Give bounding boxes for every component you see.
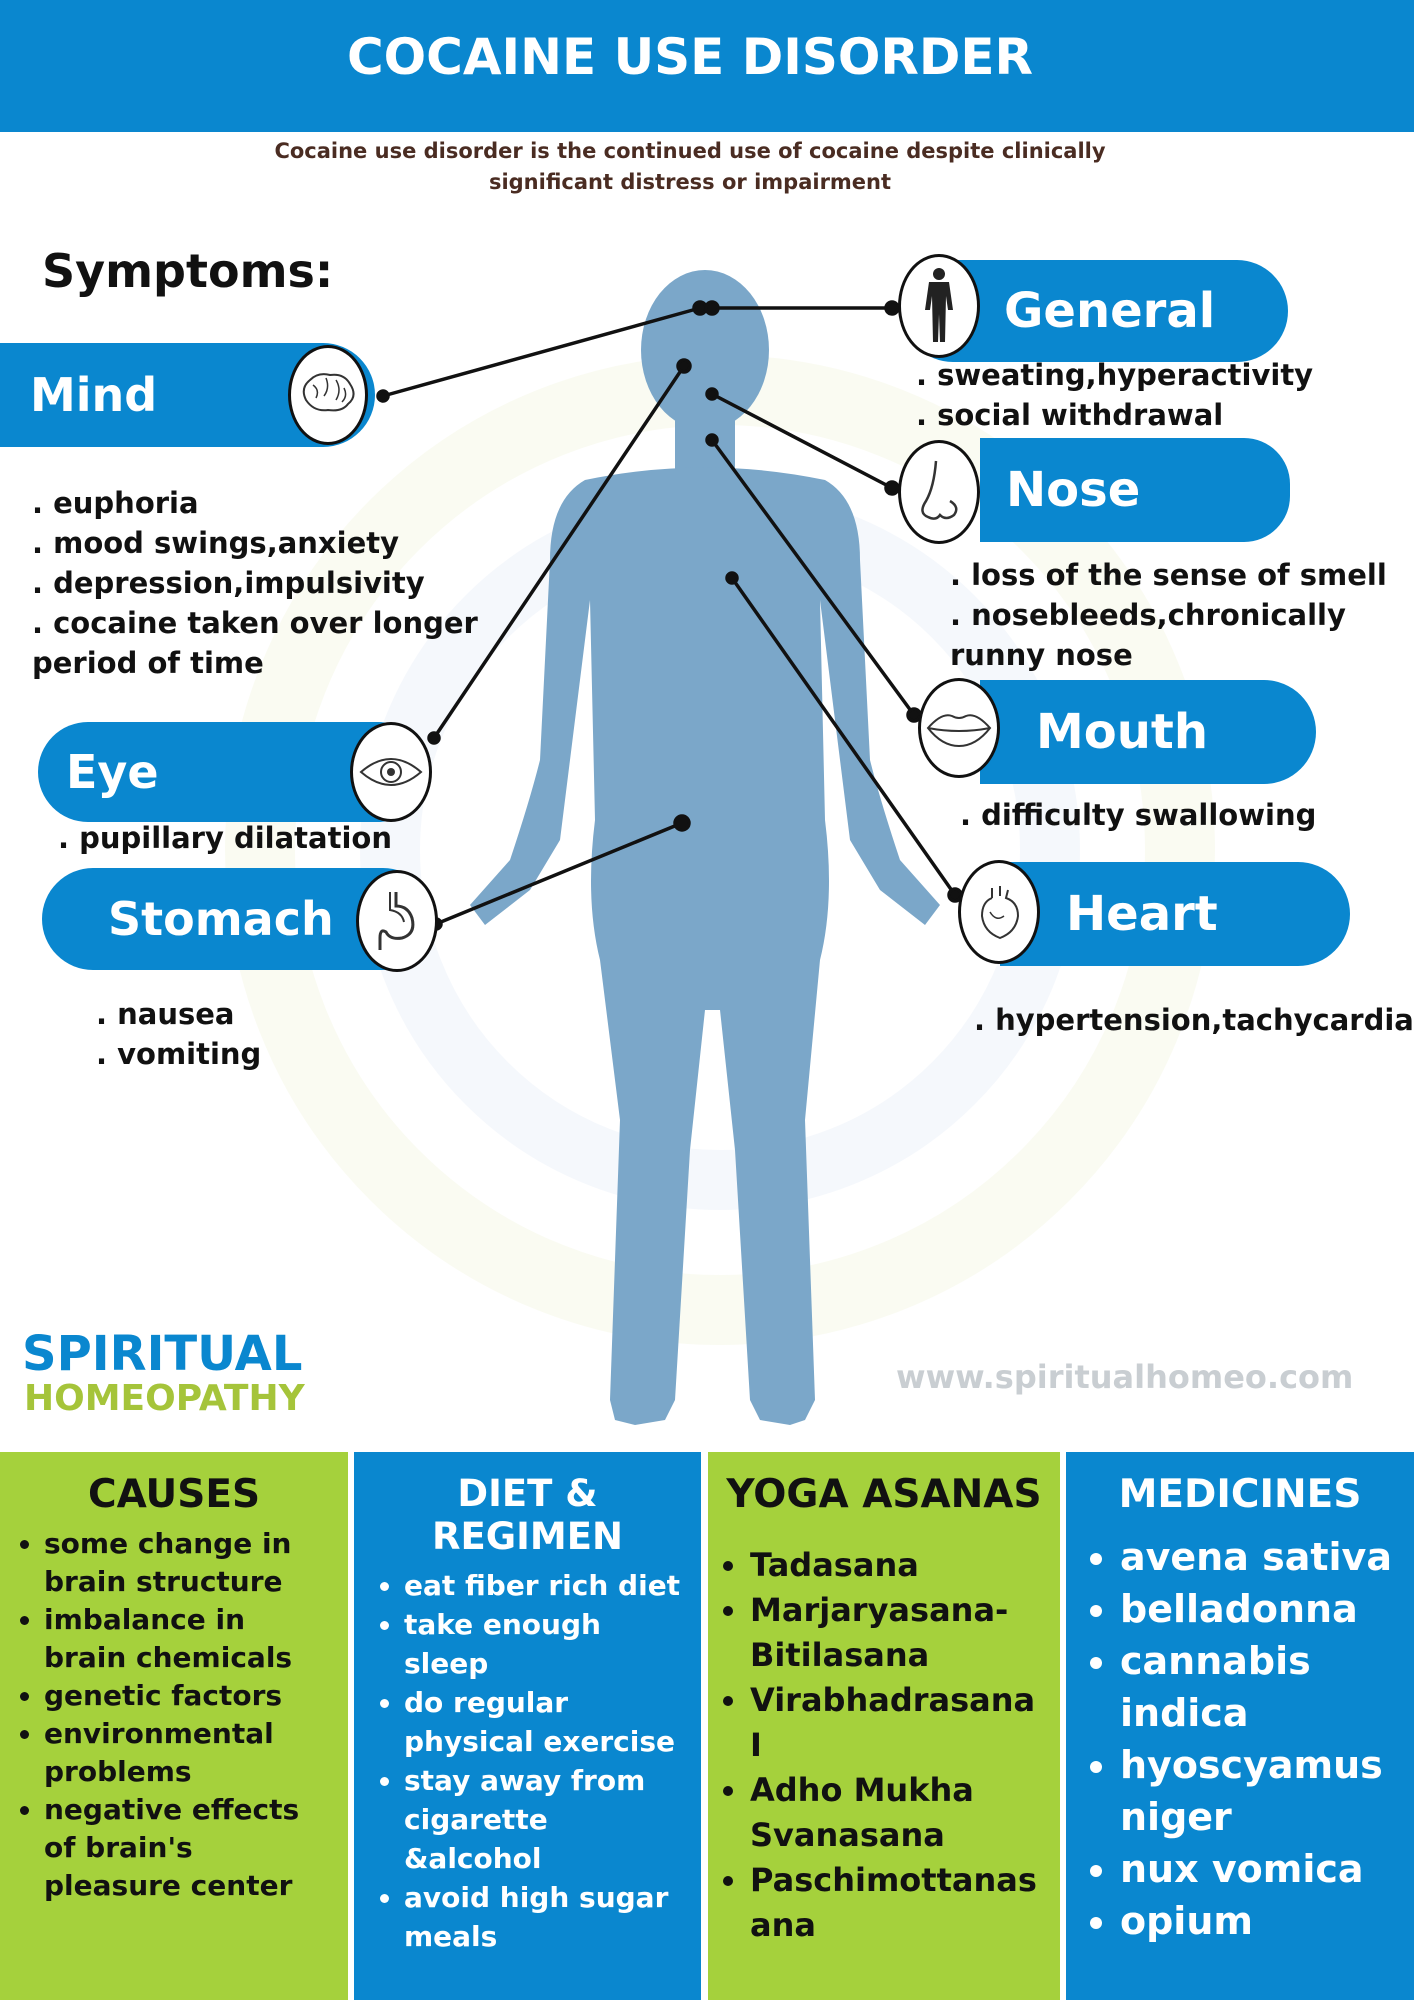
list-item: take enough sleep (404, 1605, 687, 1683)
list-item: Marjaryasana-Bitilasana (750, 1588, 1046, 1678)
medicines-title: MEDICINES (1118, 1472, 1362, 1517)
list-item: avena sativa (1120, 1531, 1400, 1583)
symptom-label-nose: Nose (1006, 462, 1141, 518)
symptom-pill-heart: Heart (1000, 862, 1350, 966)
connector-eye (432, 365, 686, 739)
body-silhouette-icon (898, 254, 980, 358)
human-silhouette (470, 270, 940, 1425)
eye-symptom-list: . pupillary dilatation (58, 818, 392, 858)
yoga-asanas-panel: YOGA ASANAS Tadasana Marjaryasana-Bitila… (708, 1452, 1060, 2000)
symptom-label-heart: Heart (1066, 886, 1218, 942)
list-item: negative effects of brain's pleasure cen… (44, 1791, 334, 1905)
list-item: . hypertension,tachycardia (974, 1003, 1414, 1037)
diet-list: eat fiber rich diet take enough sleep do… (368, 1566, 687, 1956)
lips-icon (918, 678, 1000, 778)
connector-heart (730, 576, 957, 897)
connector-mouth (710, 438, 916, 717)
list-item: . sweating,hyperactivity (916, 358, 1314, 392)
nose-icon (898, 440, 980, 544)
stomach-symptom-list: . nausea . vomiting (96, 994, 261, 1074)
list-item: stay away from cigarette &alcohol (404, 1761, 687, 1878)
connector-nose (711, 392, 893, 490)
list-item: cannabis indica (1120, 1635, 1400, 1739)
list-item: . depression,impulsivity (32, 566, 425, 600)
list-item: . mood swings,anxiety (32, 526, 400, 560)
list-item: . difficulty swallowing (960, 798, 1317, 832)
eye-icon (350, 722, 432, 822)
list-item: imbalance in brain chemicals (44, 1601, 334, 1677)
causes-panel: CAUSES some change in brain structure im… (0, 1452, 348, 2000)
list-item: environmental problems (44, 1715, 334, 1791)
list-item: period of time (32, 646, 264, 680)
list-item: do regular physical exercise (404, 1683, 687, 1761)
causes-title: CAUSES (87, 1472, 261, 1517)
list-item: runny nose (950, 638, 1133, 672)
nose-symptom-list: . loss of the sense of smell . nosebleed… (950, 555, 1387, 675)
symptom-label-stomach: Stomach (108, 892, 334, 946)
subtitle-line-1: Cocaine use disorder is the continued us… (274, 139, 1106, 163)
stomach-icon (356, 870, 438, 972)
title-banner (0, 0, 1414, 132)
list-item: . nausea (96, 997, 235, 1031)
list-item: . euphoria (32, 486, 199, 520)
connector-mind (382, 306, 701, 398)
list-item: Adho Mukha Svanasana (750, 1768, 1046, 1858)
mind-symptom-list: . euphoria . mood swings,anxiety . depre… (32, 483, 478, 683)
page-title: COCAINE USE DISORDER (346, 28, 1034, 86)
subtitle-line-2: significant distress or impairment (488, 170, 892, 194)
causes-list: some change in brain structure imbalance… (14, 1525, 334, 1905)
yoga-list: Tadasana Marjaryasana-Bitilasana Virabha… (722, 1543, 1046, 1948)
list-item: eat fiber rich diet (404, 1566, 687, 1605)
brain-icon (288, 345, 368, 445)
connector-stomach (435, 821, 683, 926)
diet-regimen-panel: DIET & REGIMEN eat fiber rich diet take … (354, 1452, 701, 2000)
symptom-label-mouth: Mouth (1036, 704, 1209, 760)
symptom-label-eye: Eye (66, 745, 159, 799)
general-symptom-list: . sweating,hyperactivity . social withdr… (916, 355, 1313, 435)
list-item: . cocaine taken over longer (32, 606, 478, 640)
medicines-panel: MEDICINES avena sativa belladonna cannab… (1066, 1452, 1414, 2000)
symptom-pill-nose: Nose (980, 438, 1290, 542)
medicines-list: avena sativa belladonna cannabis indica … (1080, 1531, 1400, 1947)
list-item: some change in brain structure (44, 1525, 334, 1601)
symptoms-heading: Symptoms: (42, 244, 334, 298)
brand-logo-line-1: SPIRITUAL (22, 1326, 303, 1382)
website-url: www.spiritualhomeo.com (896, 1358, 1354, 1396)
list-item: . nosebleeds,chronically (950, 598, 1346, 632)
list-item: hyoscyamus niger (1120, 1739, 1400, 1843)
heart-symptom-list: . hypertension,tachycardia (974, 1000, 1414, 1040)
symptom-label-mind: Mind (30, 368, 158, 422)
list-item: belladonna (1120, 1583, 1400, 1635)
mouth-symptom-list: . difficulty swallowing (960, 795, 1316, 835)
list-item: opium (1120, 1895, 1400, 1947)
yoga-title: YOGA ASANAS (726, 1472, 1042, 1517)
list-item: genetic factors (44, 1677, 334, 1715)
list-item: . vomiting (96, 1037, 262, 1071)
list-item: Paschimottanasana (750, 1858, 1046, 1948)
list-item: nux vomica (1120, 1843, 1400, 1895)
symptom-label-general: General (1004, 283, 1216, 339)
list-item: Tadasana (750, 1543, 1046, 1588)
subtitle: Cocaine use disorder is the continued us… (170, 136, 1210, 198)
heart-icon (958, 860, 1040, 964)
list-item: . pupillary dilatation (58, 821, 392, 855)
symptom-pill-mouth: Mouth (980, 680, 1316, 784)
diet-title: DIET & REGIMEN (432, 1472, 623, 1558)
brand-logo-line-2: HOMEOPATHY (24, 1378, 305, 1419)
list-item: . social withdrawal (916, 398, 1224, 432)
list-item: avoid high sugar meals (404, 1878, 687, 1956)
list-item: Virabhadrasana I (750, 1678, 1046, 1768)
list-item: . loss of the sense of smell (950, 558, 1387, 592)
